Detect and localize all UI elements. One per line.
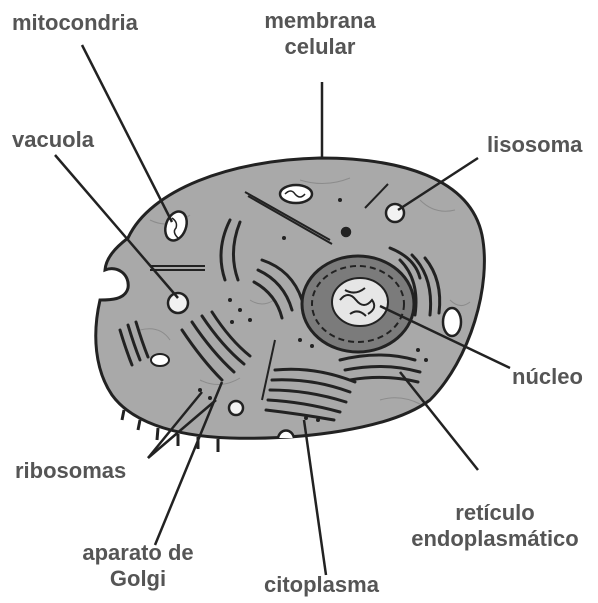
label-reticulo-line2: endoplasmático xyxy=(405,526,585,552)
cytoplasm-notch xyxy=(278,431,294,439)
label-citoplasma: citoplasma xyxy=(264,572,379,598)
label-mitocondria: mitocondria xyxy=(12,10,138,36)
label-vacuola: vacuola xyxy=(12,127,94,153)
label-membrana-line2: celular xyxy=(255,34,385,60)
label-membrana-celular: membrana celular xyxy=(255,8,385,60)
label-aparato-line2: Golgi xyxy=(68,566,208,592)
label-reticulo-endoplasmatico: retículo endoplasmático xyxy=(405,500,585,552)
nucleus xyxy=(302,256,414,352)
label-aparato-line1: aparato de xyxy=(68,540,208,566)
label-lisosoma: lisosoma xyxy=(487,132,582,158)
label-nucleo: núcleo xyxy=(512,364,583,390)
label-ribosomas: ribosomas xyxy=(15,458,126,484)
label-membrana-line1: membrana xyxy=(255,8,385,34)
label-aparato-de-golgi: aparato de Golgi xyxy=(68,540,208,592)
label-reticulo-line1: retículo xyxy=(405,500,585,526)
